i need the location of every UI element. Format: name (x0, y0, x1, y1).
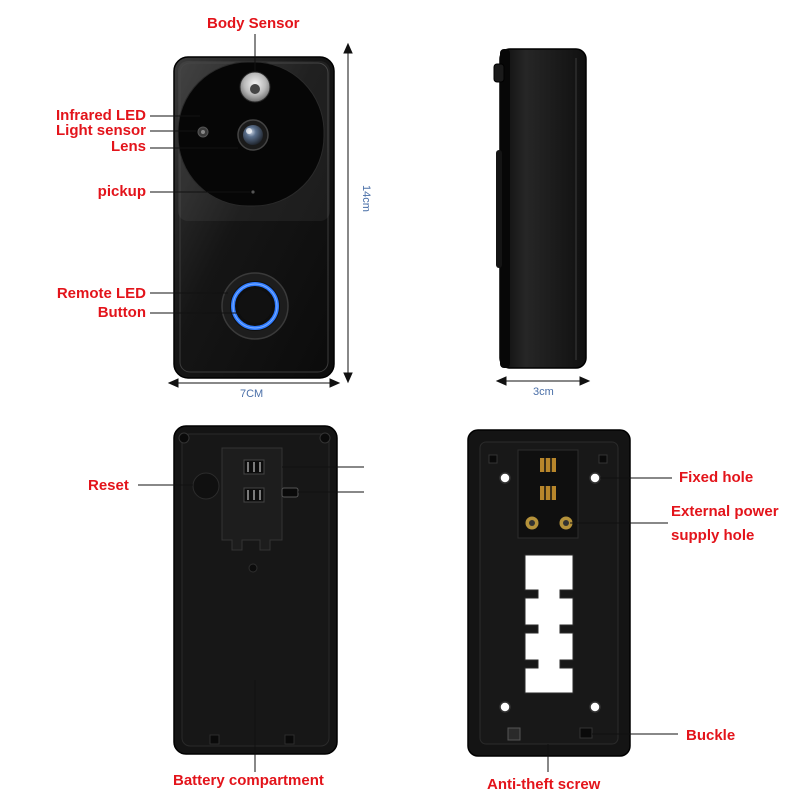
label-body-sensor: Body Sensor (207, 15, 300, 32)
mount-leader-lines (547, 477, 678, 772)
bracket-corner-tl (488, 454, 498, 464)
power-terminal-left-core (529, 520, 535, 526)
pcb-contact-2 (540, 486, 556, 500)
label-battery-compartment: Battery compartment (173, 772, 324, 789)
back-foot-right (284, 734, 295, 745)
side-groove (496, 150, 502, 268)
back-terminal-pins (247, 462, 261, 500)
fixed-hole-bottom-left (499, 701, 511, 713)
anti-theft-screw-mark (507, 727, 521, 741)
remote-led-ring-glow (232, 283, 278, 329)
bracket-corner-tr (598, 454, 608, 464)
button-face (238, 289, 272, 323)
label-button: Button (97, 304, 146, 321)
label-buckle: Buckle (686, 727, 736, 744)
pcb-contact-1 (540, 458, 556, 472)
label-remote-led: Remote LED (56, 285, 146, 302)
fixed-hole-bottom-right (589, 701, 601, 713)
side-housing (499, 48, 587, 369)
buckle-mark (579, 727, 593, 739)
dimension-width: 7CM (240, 388, 264, 400)
fixed-hole-left (499, 472, 511, 484)
label-fixed-hole: Fixed hole (679, 469, 754, 486)
side-back-edge (500, 49, 510, 368)
light-sensor-dot (201, 130, 205, 134)
front-leader-lines (150, 34, 256, 314)
front-view (173, 56, 335, 379)
reset-button (192, 472, 220, 500)
label-anti-theft-screw: Anti-theft screw (487, 776, 601, 793)
label-lens: Lens (110, 138, 146, 155)
label-light-sensor: Light sensor (55, 122, 146, 139)
bracket-cutout (524, 554, 574, 694)
back-leader-lines (138, 466, 364, 772)
micro-usb-port (281, 487, 299, 498)
back-screw-top-left (178, 432, 190, 444)
power-terminal-right-core (563, 520, 569, 526)
front-dimension-arrows (167, 42, 353, 388)
side-view (493, 48, 587, 369)
side-dimension-arrows (495, 376, 591, 386)
side-clip-top (493, 63, 505, 83)
body-sensor-center (250, 84, 260, 94)
label-pickup: pickup (97, 183, 146, 200)
pcb-contact-slots (544, 458, 552, 500)
back-screw-top-right (319, 432, 331, 444)
back-foot-left (209, 734, 220, 745)
back-screw-center (248, 563, 258, 573)
label-infrared-led: Infrared LED (55, 107, 146, 124)
lens-glass (243, 125, 263, 145)
label-supply-hole: supply hole (671, 527, 755, 544)
dimension-height: 14cm (360, 185, 372, 212)
lens-highlight (246, 128, 252, 134)
label-external-power: External power (671, 503, 779, 520)
pickup-mic-hole (251, 190, 255, 194)
back-view (173, 425, 338, 755)
dimension-depth: 3cm (533, 386, 554, 398)
fixed-hole-right (589, 472, 601, 484)
mount-bracket (467, 429, 631, 757)
label-reset: Reset (88, 477, 129, 494)
